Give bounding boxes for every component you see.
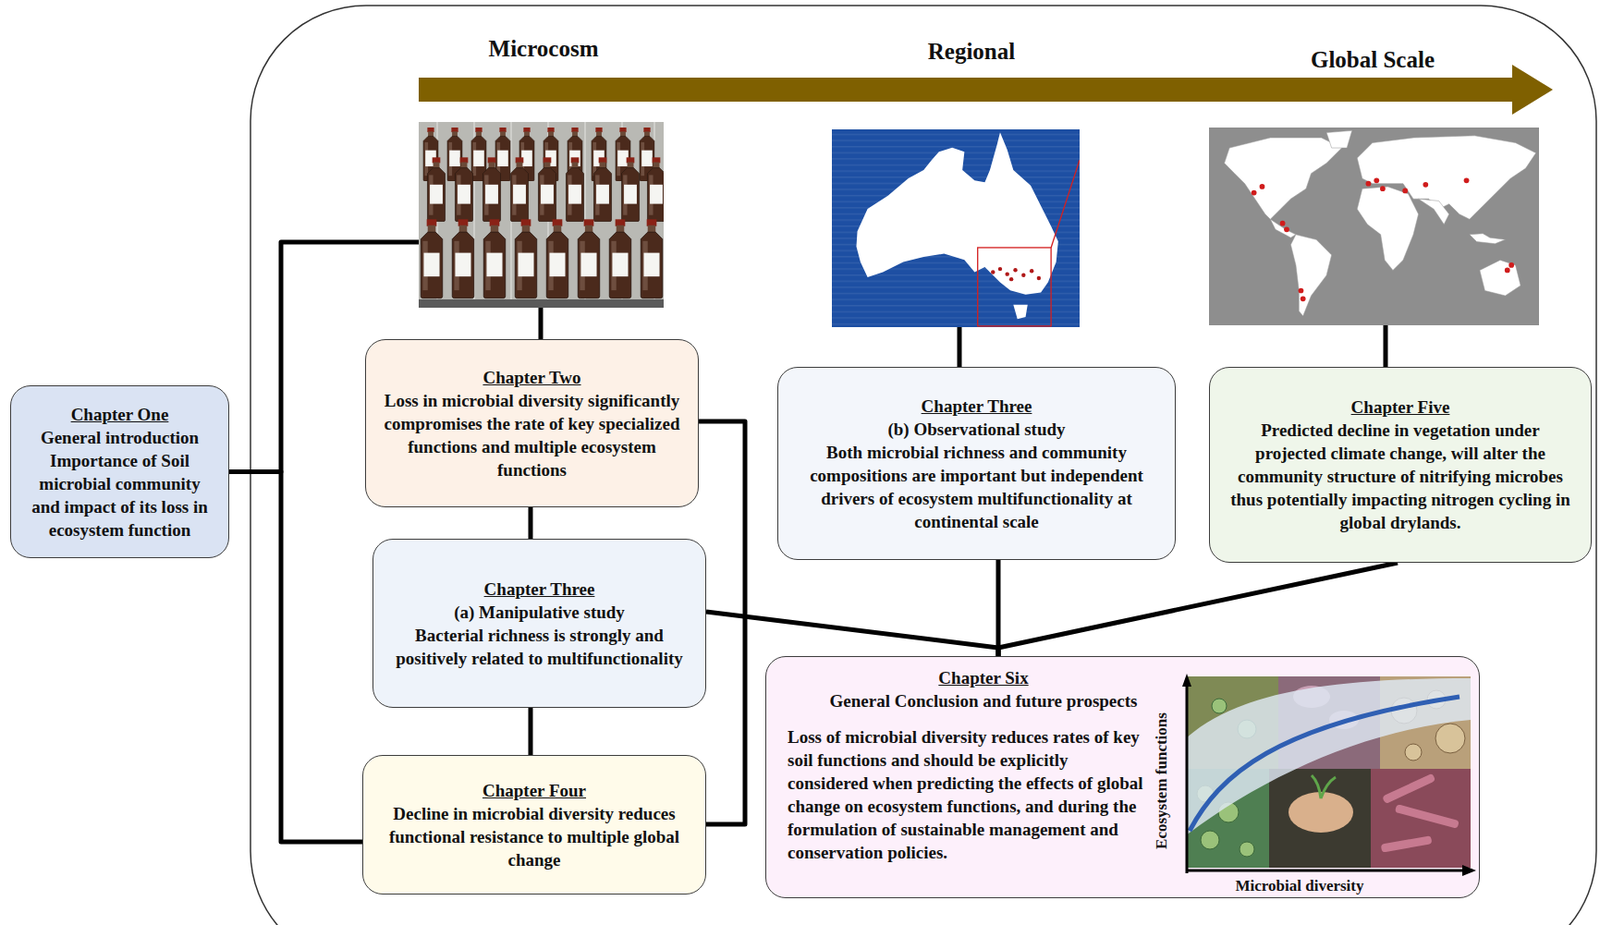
chapter-text: General Conclusion and future prospects — [766, 689, 1201, 713]
chapter-text: Both microbial richness and community co… — [791, 440, 1162, 534]
scale-label: Regional — [832, 36, 1111, 67]
chapter-box: Chapter Three(b) Observational studyBoth… — [777, 366, 1176, 561]
chapter-heading: Chapter Two — [377, 366, 687, 390]
axis-label: Ecosystem functions — [1151, 642, 1173, 920]
chapter-box: Chapter OneGeneral introduction Importan… — [10, 385, 230, 559]
microcosm-photo — [418, 122, 666, 308]
link-line — [1383, 325, 1389, 367]
chapter-heading: Chapter Three — [791, 394, 1162, 418]
diversity-function-chart — [1182, 673, 1477, 882]
chapter-text: (b) Observational study — [791, 417, 1162, 441]
connector-line — [706, 611, 999, 657]
chapter-text: General introduction Importance of Soil … — [23, 426, 217, 542]
axis-label: Microbial diversity — [1160, 876, 1439, 897]
chapter-box: Chapter FourDecline in microbial diversi… — [362, 755, 707, 895]
australia-map — [831, 129, 1080, 328]
chapter-text: Loss of microbial diversity reduces rate… — [787, 725, 1147, 865]
chapter-heading: Chapter One — [23, 403, 217, 427]
chapter-heading: Chapter Six — [766, 666, 1201, 690]
scale-label: Microcosm — [404, 33, 683, 64]
connector-line — [528, 708, 534, 756]
chapter-heading: Chapter Five — [1226, 395, 1575, 419]
link-line — [957, 327, 963, 367]
chapter-box: Chapter Three(a) Manipulative studyBacte… — [372, 538, 707, 709]
chapter-heading: Chapter Three — [384, 577, 695, 601]
frame-border — [250, 5, 1597, 925]
chapter-text: Decline in microbial diversity reduces f… — [376, 802, 693, 872]
chapter-text: Bacterial richness is strongly and posit… — [384, 623, 695, 671]
chapter-box: Chapter FivePredicted decline in vegetat… — [1209, 366, 1592, 563]
connector-line — [229, 472, 363, 843]
chapter-box: Chapter TwoLoss in microbial diversity s… — [365, 339, 699, 508]
world-map — [1209, 127, 1539, 326]
chapter-box: Chapter SixGeneral Conclusion and future… — [765, 656, 1480, 899]
chapter-text: Predicted decline in vegetation under pr… — [1226, 418, 1575, 535]
chapter-text: (a) Manipulative study — [384, 600, 695, 624]
scale-label: Global Scale — [1233, 44, 1512, 75]
chapter-heading: Chapter Four — [376, 779, 693, 803]
chapter-text: Loss in microbial diversity significantl… — [377, 389, 687, 482]
connector-line — [528, 507, 534, 539]
connector-line — [998, 562, 1398, 657]
scale-arrow — [418, 64, 1553, 115]
connector-line — [996, 560, 1002, 657]
